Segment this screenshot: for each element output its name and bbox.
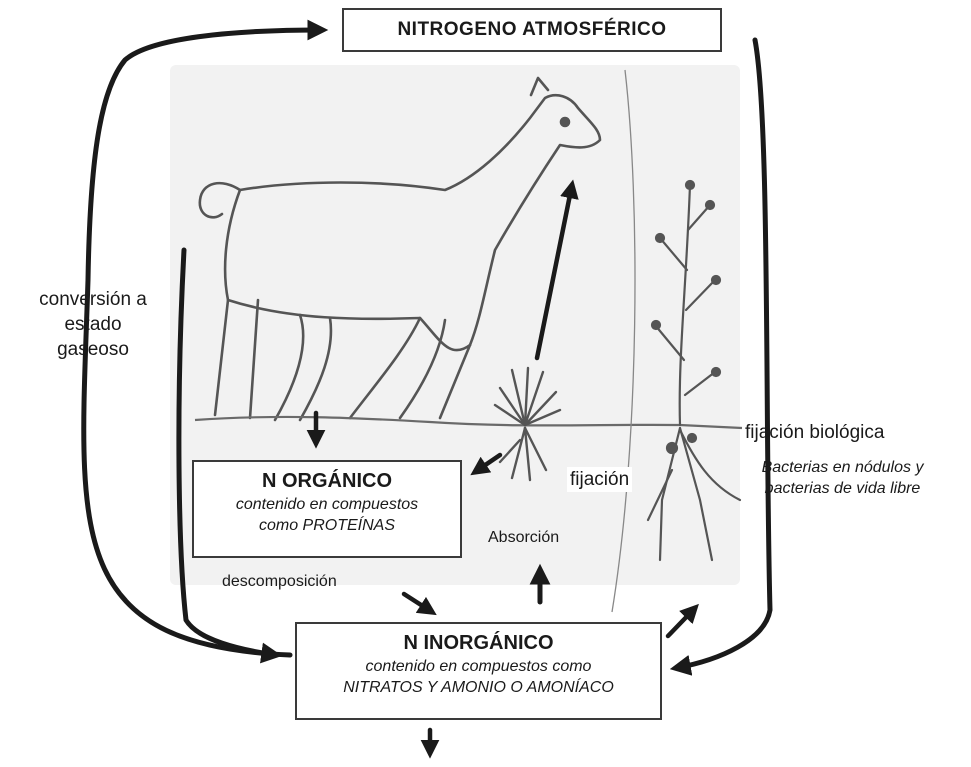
- fijacion-label: fijación: [567, 467, 632, 492]
- conversion-label: conversión a estado gaseoso: [8, 287, 178, 362]
- conversion-label-line3: gaseoso: [8, 337, 178, 362]
- bacterias-label-line2: bacterias de vida libre: [720, 478, 965, 499]
- organic-nitrogen-line1: contenido en compuestos: [194, 494, 460, 515]
- absorcion-label: Absorción: [488, 528, 559, 548]
- conversion-label-line1: conversión a: [8, 287, 178, 312]
- atmospheric-nitrogen-box: NITROGENO ATMOSFÉRICO: [342, 8, 722, 52]
- inorganic-nitrogen-line1: contenido en compuestos como: [297, 656, 660, 677]
- organic-nitrogen-box: N ORGÁNICO contenido en compuestos como …: [192, 460, 462, 558]
- organic-nitrogen-line2: como PROTEÍNAS: [194, 515, 460, 536]
- fijacion-biologica-label: fijación biológica: [745, 420, 884, 445]
- conversion-label-line2: estado: [8, 312, 178, 337]
- inorganic-nitrogen-line2: NITRATOS Y AMONIO O AMONÍACO: [297, 677, 660, 698]
- arrow-inorganic-to-legume: [668, 608, 695, 636]
- bacterias-label-line1: Bacterias en nódulos y: [720, 457, 965, 478]
- organic-nitrogen-title: N ORGÁNICO: [194, 468, 460, 494]
- bacterias-label: Bacterias en nódulos y bacterias de vida…: [720, 457, 965, 499]
- arrow-descomposicion: [404, 594, 432, 612]
- descomposicion-label: descomposición: [222, 572, 337, 592]
- atmospheric-nitrogen-title: NITROGENO ATMOSFÉRICO: [397, 19, 666, 40]
- inorganic-nitrogen-box: N INORGÁNICO contenido en compuestos com…: [295, 622, 662, 720]
- inorganic-nitrogen-title: N INORGÁNICO: [297, 630, 660, 656]
